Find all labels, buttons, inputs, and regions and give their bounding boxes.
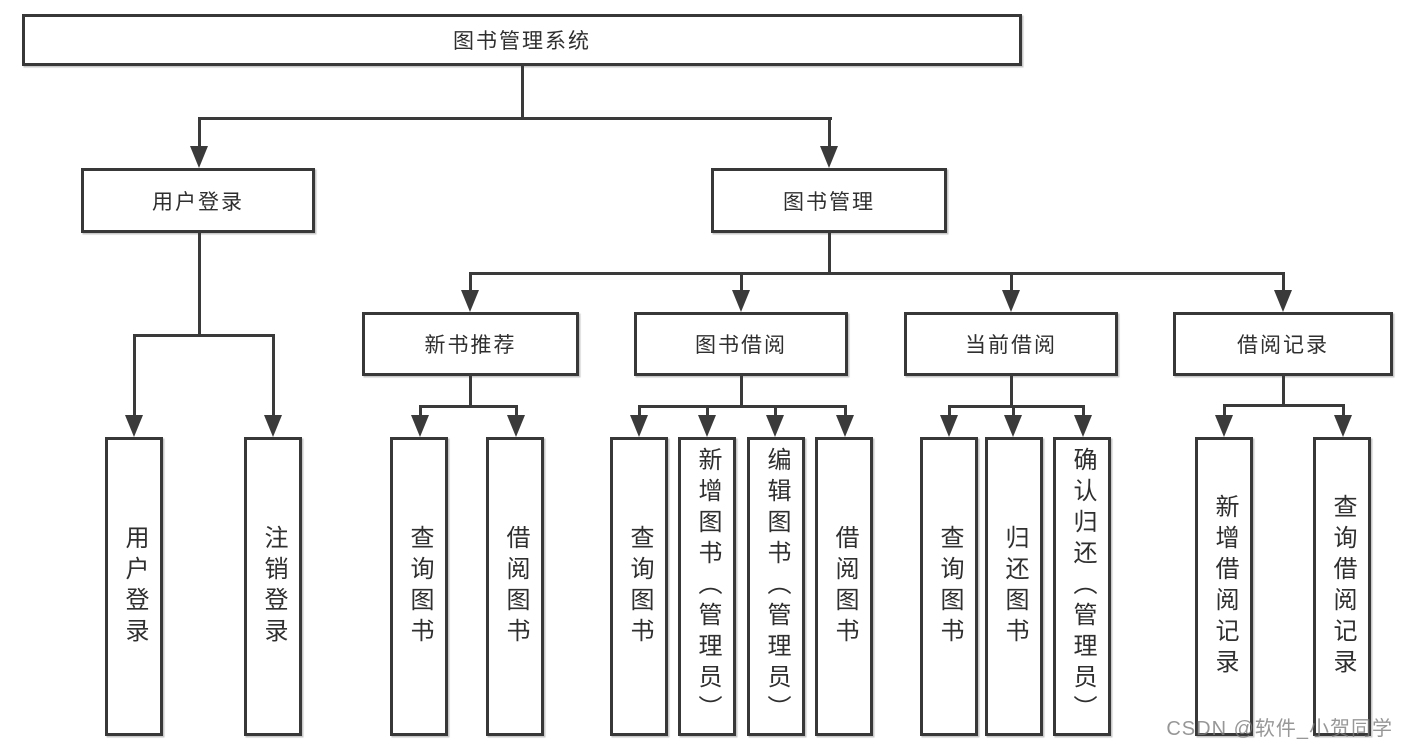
connector-book-mgmt-stem (827, 231, 831, 275)
leaf-add-borrow-record: 新增借阅记录 (1195, 437, 1253, 736)
leaf-borrow-books: 借阅图书 (815, 437, 873, 736)
node-new-books-label: 新书推荐 (424, 334, 517, 357)
leaf-query-borrow-record: 查询借阅记录 (1313, 437, 1371, 736)
connector-arrow-leaf-shaft (637, 404, 641, 418)
arrowhead-logout-leaf-icon (264, 415, 282, 437)
node-book-mgmt-label: 图书管理 (783, 190, 875, 214)
leaf-newbooks-query-books: 查询图书 (390, 437, 448, 736)
arrowhead-leaf-icon (766, 415, 784, 437)
node-borrow-records-label: 借阅记录 (1237, 334, 1329, 357)
connector-arrow-leaf-shaft (773, 404, 777, 418)
leaf-logout-label: 注销登录 (260, 524, 287, 649)
arrowhead-leaf-icon (836, 415, 854, 437)
connector-new-books-stem (468, 374, 472, 408)
node-library-system-label: 图书管理系统 (453, 30, 591, 53)
leaf-logout: 注销登录 (244, 437, 302, 736)
leaf-query-borrow-record-label: 查询借阅记录 (1329, 493, 1356, 680)
leaf-borrow-query-books: 查询图书 (610, 437, 668, 736)
node-book-borrow: 图书借阅 (634, 312, 848, 376)
watermark: CSDN @软件_小贺同学 (1166, 718, 1393, 740)
leaf-return-books-label: 归还图书 (1001, 524, 1028, 649)
node-borrow-records: 借阅记录 (1173, 312, 1393, 376)
arrowhead-leaf-icon (698, 415, 716, 437)
node-library-system: 图书管理系统 (22, 14, 1022, 66)
connector-current-borrow-branch (947, 404, 1085, 408)
leaf-newbooks-borrow-books: 借阅图书 (486, 437, 544, 736)
connector-user-login-stem (197, 231, 201, 336)
connector-arrow-login-leaf-shaft (132, 333, 136, 416)
arrowhead-leaf-icon (507, 415, 525, 437)
leaf-user-login: 用户登录 (105, 437, 163, 736)
arrowhead-leaf-icon (1074, 415, 1092, 437)
arrowhead-borrow-records-icon (1274, 290, 1292, 312)
connector-arrow-book-mgmt-shaft (827, 116, 831, 147)
connector-book-borrow-branch (637, 404, 847, 408)
node-current-borrow-label: 当前借阅 (965, 334, 1057, 357)
connector-arrow-borrow-records-shaft (1281, 271, 1285, 292)
arrowhead-leaf-icon (1215, 415, 1233, 437)
node-user-login: 用户登录 (81, 168, 315, 233)
leaf-current-query-books: 查询图书 (920, 437, 978, 736)
leaf-add-borrow-record-label: 新增借阅记录 (1211, 493, 1238, 680)
arrowhead-leaf-icon (1004, 415, 1022, 437)
connector-book-borrow-stem (739, 374, 743, 408)
node-user-login-label: 用户登录 (152, 190, 244, 214)
leaf-newbooks-query-books-label: 查询图书 (406, 524, 433, 649)
leaf-borrow-query-books-label: 查询图书 (626, 524, 653, 649)
leaf-add-books-admin: 新增图书（管理员） (678, 437, 736, 736)
connector-arrow-user-login-shaft (197, 116, 201, 147)
leaf-confirm-return-admin-label: 确认归还（管理员） (1069, 447, 1096, 726)
connector-arrow-leaf-shaft (705, 404, 709, 418)
leaf-return-books: 归还图书 (985, 437, 1043, 736)
arrowhead-leaf-icon (940, 415, 958, 437)
node-book-borrow-label: 图书借阅 (695, 334, 787, 357)
connector-borrow-records-branch (1222, 403, 1345, 407)
arrowhead-current-borrow-icon (1002, 290, 1020, 312)
leaf-confirm-return-admin: 确认归还（管理员） (1053, 437, 1111, 736)
connector-level3-branch (468, 271, 1285, 275)
connector-arrow-leaf-shaft (1081, 404, 1085, 418)
leaf-user-login-label: 用户登录 (121, 524, 148, 649)
connector-level2-branch (197, 116, 832, 120)
leaf-add-books-admin-label: 新增图书（管理员） (694, 447, 721, 726)
connector-user-login-branch (132, 333, 275, 337)
connector-borrow-records-stem (1281, 374, 1285, 407)
leaf-newbooks-borrow-books-label: 借阅图书 (502, 524, 529, 649)
connector-arrow-new-books-shaft (468, 271, 472, 292)
arrowhead-leaf-icon (630, 415, 648, 437)
arrowhead-user-login-icon (190, 146, 208, 168)
connector-arrow-current-borrow-shaft (1009, 271, 1013, 292)
arrowhead-book-mgmt-icon (820, 146, 838, 168)
connector-arrow-leaf-shaft (418, 404, 422, 418)
arrowhead-leaf-icon (1334, 415, 1352, 437)
connector-root-stem (520, 64, 524, 118)
connector-arrow-leaf-shaft (514, 404, 518, 418)
connector-arrow-leaf-shaft (1222, 403, 1226, 418)
connector-current-borrow-stem (1009, 374, 1013, 408)
node-current-borrow: 当前借阅 (904, 312, 1118, 376)
arrowhead-leaf-icon (411, 415, 429, 437)
arrowhead-new-books-icon (461, 290, 479, 312)
arrowhead-login-leaf-icon (125, 415, 143, 437)
leaf-borrow-books-label: 借阅图书 (831, 524, 858, 649)
leaf-edit-books-admin: 编辑图书（管理员） (747, 437, 805, 736)
connector-arrow-logout-leaf-shaft (271, 333, 275, 416)
connector-arrow-leaf-shaft (947, 404, 951, 418)
connector-arrow-book-borrow-shaft (739, 271, 743, 292)
connector-arrow-leaf-shaft (1011, 404, 1015, 418)
connector-arrow-leaf-shaft (1341, 403, 1345, 418)
node-new-books: 新书推荐 (362, 312, 579, 376)
leaf-edit-books-admin-label: 编辑图书（管理员） (763, 447, 790, 726)
leaf-current-query-books-label: 查询图书 (936, 524, 963, 649)
node-book-mgmt: 图书管理 (711, 168, 947, 233)
arrowhead-book-borrow-icon (732, 290, 750, 312)
connector-arrow-leaf-shaft (843, 404, 847, 418)
connector-new-books-branch (418, 404, 518, 408)
